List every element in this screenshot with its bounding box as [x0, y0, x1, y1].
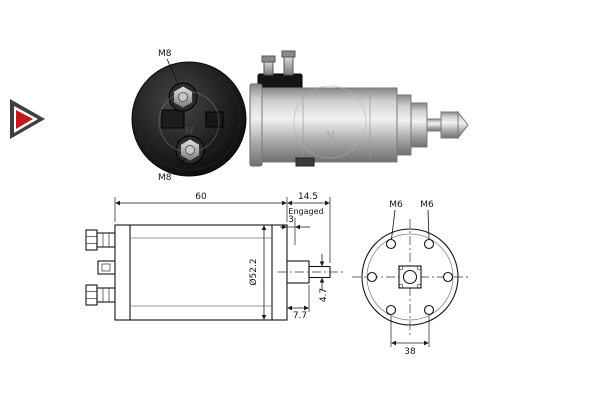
drawn-terminal-middle [97, 260, 116, 275]
m6-right-leader [427, 209, 430, 240]
front-view-drawing: M6 M6 38 [352, 200, 468, 357]
m6-left-leader [391, 209, 396, 240]
connector-block [161, 109, 185, 129]
m6-left-label: M6 [389, 200, 403, 210]
watermark-ring [158, 91, 220, 153]
logo-red-triangle [16, 110, 33, 129]
brand-logo-icon [10, 99, 45, 139]
dim-3: 3 [288, 215, 294, 225]
m8-top-label: M8 [158, 49, 172, 59]
connector-block [205, 111, 224, 128]
m6-right-label: M6 [420, 200, 434, 210]
m8-top-leader [166, 58, 180, 87]
dim-7-7: 7.7 [293, 311, 307, 321]
watermark-letter: M [324, 131, 335, 141]
plunger-shaft [426, 118, 442, 132]
rear-flange [249, 83, 263, 167]
shaft-hole [402, 269, 418, 285]
bolt-hole [385, 304, 397, 316]
plunger-tip [457, 110, 469, 140]
drawn-terminal-bottom [85, 284, 116, 306]
bolt-hole [366, 271, 378, 283]
drawn-terminal-top [85, 229, 116, 251]
engaged-label: Engaged [288, 207, 323, 216]
bolt-hole [423, 238, 435, 250]
m8-bottom-label: M8 [158, 173, 172, 183]
terminal-stud [283, 54, 294, 76]
m8-callouts: M8 M8 [158, 49, 187, 183]
dim-38: 38 [404, 347, 416, 357]
solenoid-back-photo: M [131, 61, 247, 177]
watermark-letter: M [183, 127, 194, 137]
solenoid-side-photo: M [249, 50, 469, 167]
dim-4-7: 4.7 [319, 288, 329, 302]
plunger-pin [440, 111, 459, 139]
bolt-hole [423, 304, 435, 316]
dim-diameter: Ø52.2 [248, 258, 259, 285]
front-cap [396, 94, 412, 156]
bolt-hole [442, 271, 454, 283]
nose-cylinder [410, 102, 428, 148]
watermark-ring [293, 85, 367, 159]
bottom-bracket [295, 157, 315, 167]
bolt-hole [385, 238, 397, 250]
dim-60: 60 [195, 192, 207, 202]
m8-bottom-leader [169, 158, 187, 172]
side-section-drawing: 60 14.5 Engaged 3 Ø52.2 4.7 7.7 [85, 192, 345, 321]
dim-14-5: 14.5 [298, 192, 318, 202]
solenoid-body-outline [114, 224, 288, 321]
main-cylinder [261, 87, 398, 163]
